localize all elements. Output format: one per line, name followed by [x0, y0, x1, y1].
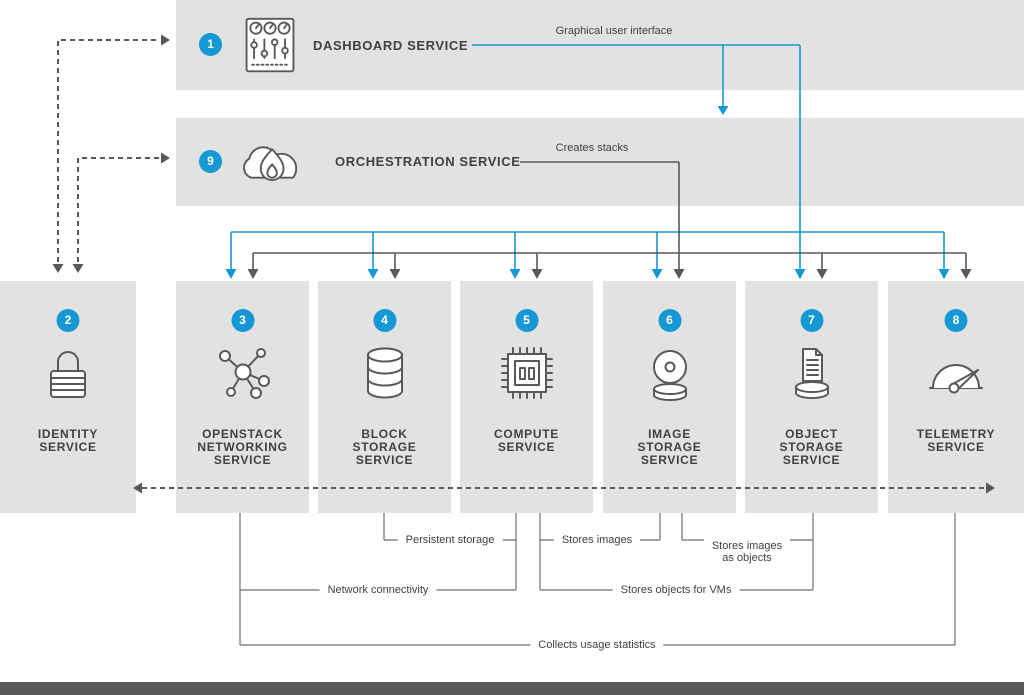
- label-stores-images-as-objects: Stores images as objects: [703, 539, 791, 565]
- label-network-connectivity: Network connectivity: [319, 583, 437, 597]
- database-cylinders-icon: [353, 341, 417, 410]
- service-number-badge: 4: [373, 309, 396, 332]
- step-badge-orchestration: 9: [199, 150, 222, 173]
- service-box-networking: 3 OPENSTACK NETWORKING SERVICE: [176, 281, 309, 513]
- service-number-badge: 8: [944, 309, 968, 332]
- telemetry-service-label: TELEMETRY SERVICE: [916, 427, 996, 454]
- service-number-badge: 3: [231, 309, 254, 332]
- networking-service-label: OPENSTACK NETWORKING SERVICE: [197, 427, 288, 467]
- step-badge-dashboard: 1: [199, 33, 222, 56]
- label-stores-objects-for-vms: Stores objects for VMs: [612, 583, 740, 597]
- cpu-chip-icon: [495, 341, 559, 410]
- orchestration-service-band: 9 ORCHESTRATION SERVICE: [176, 118, 1024, 206]
- network-nodes-icon: [211, 341, 275, 410]
- identity-service-label: IDENTITY SERVICE: [37, 427, 99, 454]
- service-box-identity: 2 IDENTITY SERVICE: [0, 281, 136, 513]
- image-storage-service-label: IMAGE STORAGE SERVICE: [637, 427, 702, 467]
- identity-dashed-connectors: [52, 34, 170, 273]
- dashboard-service-label: DASHBOARD SERVICE: [313, 38, 469, 53]
- service-number-badge: 6: [658, 309, 681, 332]
- document-stack-icon: [780, 341, 844, 410]
- gauge-icon: [924, 341, 988, 410]
- service-number-badge: 5: [515, 309, 538, 332]
- orchestration-service-label: ORCHESTRATION SERVICE: [335, 154, 521, 169]
- cloud-flame-icon: [236, 132, 312, 198]
- service-box-block-storage: 4 BLOCK STORAGE SERVICE: [318, 281, 451, 513]
- padlock-icon: [36, 341, 100, 410]
- service-box-image-storage: 6 IMAGE STORAGE SERVICE: [603, 281, 736, 513]
- object-storage-service-label: OBJECT STORAGE SERVICE: [779, 427, 844, 467]
- service-number-badge: 7: [800, 309, 823, 332]
- footer-bar: [0, 682, 1024, 695]
- block-storage-service-label: BLOCK STORAGE SERVICE: [352, 427, 417, 467]
- label-persistent-storage: Persistent storage: [397, 533, 503, 547]
- dashboard-service-band: 1 DASHBOARD SERVICE: [176, 0, 1024, 90]
- label-collects-usage-statistics: Collects usage statistics: [530, 638, 664, 652]
- service-number-badge: 2: [56, 309, 80, 332]
- optical-disc-icon: [638, 341, 702, 410]
- service-box-object-storage: 7 OBJECT STORAGE SERVICE: [745, 281, 878, 513]
- service-box-telemetry: 8 TELEMETRY SERVICE: [888, 281, 1024, 513]
- annotation-creates-stacks: Creates stacks: [555, 142, 629, 154]
- dashboard-panel-icon: [240, 15, 300, 80]
- service-box-compute: 5 COMPUTE SERVICE: [460, 281, 593, 513]
- annotation-graphical-user-interface: Graphical user interface: [555, 25, 673, 37]
- label-stores-images: Stores images: [553, 533, 641, 547]
- compute-service-label: COMPUTE SERVICE: [494, 427, 559, 454]
